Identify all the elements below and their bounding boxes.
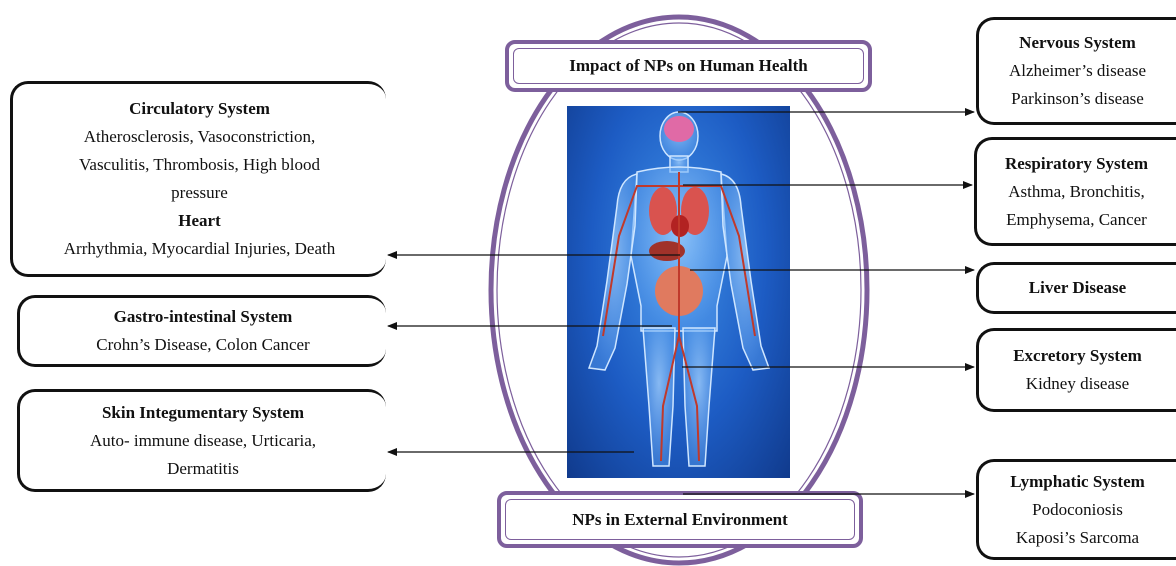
gastro-intestinal-box: Gastro-intestinal System Crohn’s Disease… <box>17 295 386 367</box>
excretory-system-box: Excretory System Kidney disease <box>976 328 1176 412</box>
respiratory-system-title: Respiratory System <box>1005 150 1148 178</box>
lymphatic-line-2: Kaposi’s Sarcoma <box>1016 524 1139 552</box>
excretory-system-title: Excretory System <box>1013 342 1142 370</box>
respiratory-line-2: Emphysema, Cancer <box>1006 206 1147 234</box>
impact-banner: Impact of NPs on Human Health <box>505 40 872 92</box>
nervous-system-box: Nervous System Alzheimer’s disease Parki… <box>976 17 1176 125</box>
environment-banner: NPs in External Environment <box>497 491 863 548</box>
circulatory-line-2: Vasculitis, Thrombosis, High blood <box>79 151 320 179</box>
heart-line-1: Arrhythmia, Myocardial Injuries, Death <box>64 235 335 263</box>
environment-banner-label: NPs in External Environment <box>572 510 788 530</box>
heart-subtitle: Heart <box>178 207 220 235</box>
gastro-intestinal-title: Gastro-intestinal System <box>114 303 293 331</box>
circulatory-line-3: pressure <box>171 179 228 207</box>
liver-disease-title: Liver Disease <box>1029 274 1126 302</box>
skin-integumentary-title: Skin Integumentary System <box>102 399 304 427</box>
liver-disease-box: Liver Disease <box>976 262 1176 314</box>
nervous-line-1: Alzheimer’s disease <box>1009 57 1146 85</box>
circulatory-line-1: Atherosclerosis, Vasoconstriction, <box>84 123 316 151</box>
nervous-system-title: Nervous System <box>1019 29 1136 57</box>
skin-integumentary-box: Skin Integumentary System Auto- immune d… <box>17 389 386 492</box>
circulatory-system-title: Circulatory System <box>129 95 270 123</box>
gastro-line-1: Crohn’s Disease, Colon Cancer <box>96 331 309 359</box>
brain-icon <box>664 116 694 142</box>
skin-line-2: Dermatitis <box>167 455 239 483</box>
lymphatic-system-box: Lymphatic System Podoconiosis Kaposi’s S… <box>976 459 1176 560</box>
excretory-line-1: Kidney disease <box>1026 370 1129 398</box>
nervous-line-2: Parkinson’s disease <box>1011 85 1144 113</box>
impact-banner-label: Impact of NPs on Human Health <box>569 56 807 76</box>
respiratory-line-1: Asthma, Bronchitis, <box>1008 178 1144 206</box>
lymphatic-system-title: Lymphatic System <box>1010 468 1145 496</box>
lymphatic-line-1: Podoconiosis <box>1032 496 1123 524</box>
human-body-illustration <box>567 106 790 478</box>
blood-vessels-icon <box>603 172 755 461</box>
respiratory-system-box: Respiratory System Asthma, Bronchitis, E… <box>974 137 1176 246</box>
skin-line-1: Auto- immune disease, Urticaria, <box>90 427 316 455</box>
circulatory-system-box: Circulatory System Atherosclerosis, Vaso… <box>10 81 386 277</box>
